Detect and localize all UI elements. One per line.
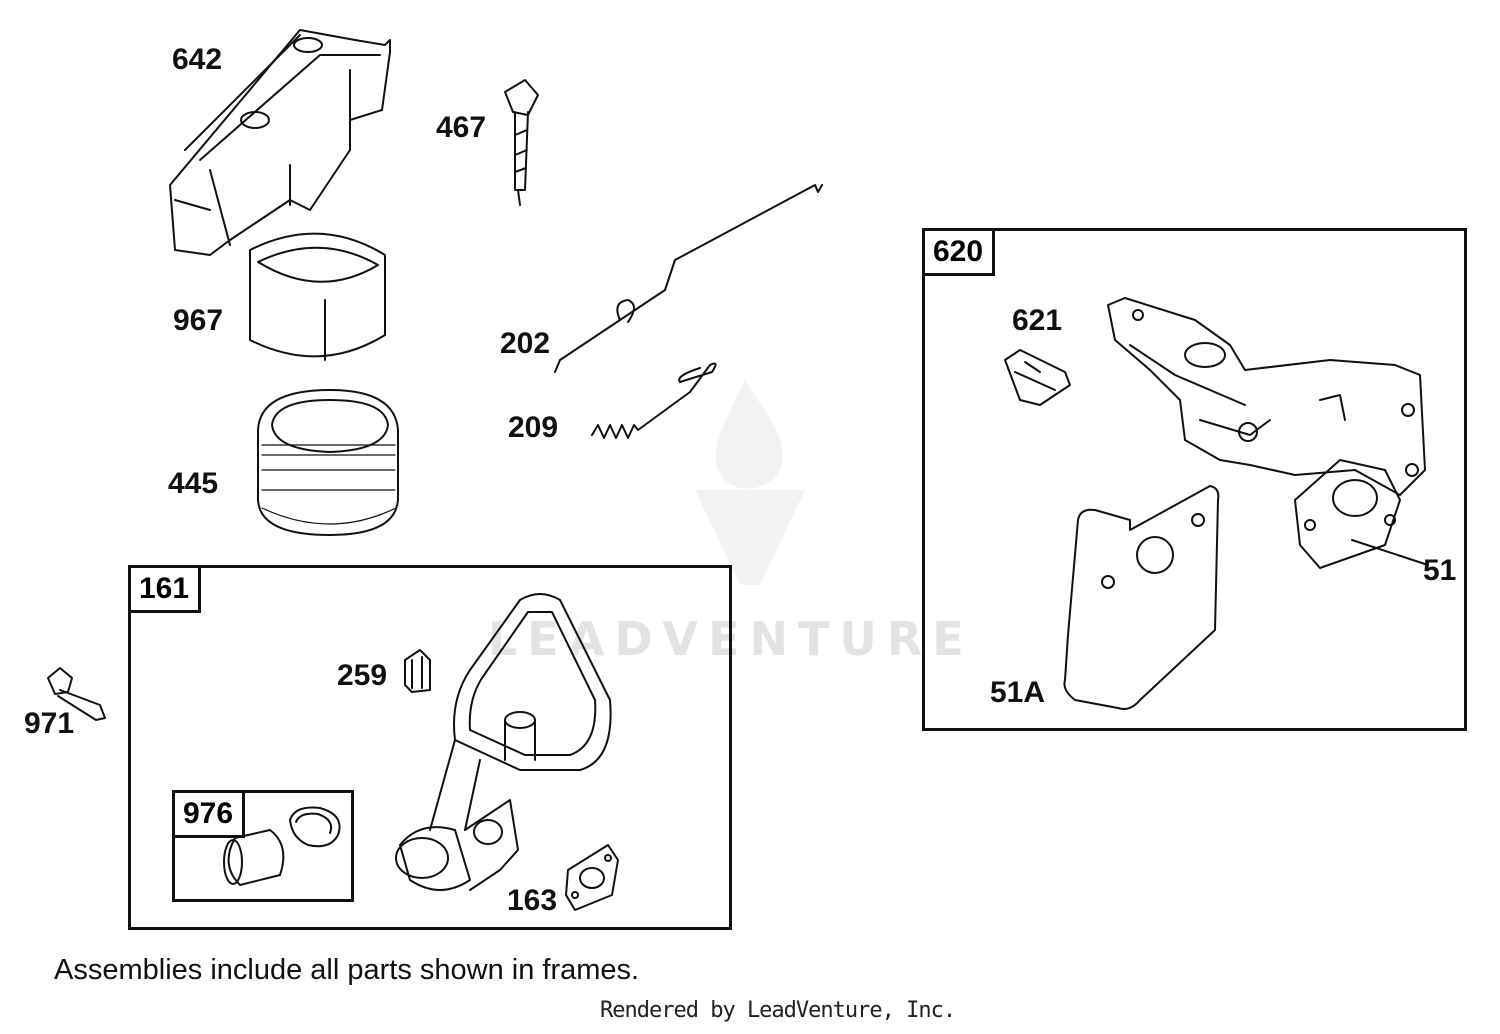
part-51a-spacer[interactable] <box>1063 485 1220 710</box>
part-259-clip[interactable] <box>404 649 431 693</box>
frame-161: 161 <box>128 565 732 930</box>
frame-976: 976 <box>172 790 354 902</box>
callout-202[interactable]: 202 <box>500 327 551 360</box>
callout-967[interactable]: 967 <box>173 304 224 337</box>
callout-51a[interactable]: 51A <box>990 676 1046 709</box>
frame-161-label: 161 <box>131 568 202 613</box>
frame-620-label: 620 <box>925 231 996 276</box>
part-620-control-bracket[interactable] <box>1107 297 1426 496</box>
watermark-text: LEADVENTURE <box>488 612 974 666</box>
part-467-dipstick[interactable] <box>504 79 539 206</box>
callout-51[interactable]: 51 <box>1423 554 1457 587</box>
render-credit: Rendered by LeadVenture, Inc. <box>600 998 956 1023</box>
callout-445[interactable]: 445 <box>168 467 219 500</box>
assemblies-note: Assemblies include all parts shown in fr… <box>54 954 640 986</box>
part-976-cap-and-clamp[interactable] <box>223 806 341 886</box>
part-163-gasket[interactable] <box>565 844 619 911</box>
part-621-clip[interactable] <box>1004 349 1071 406</box>
callout-209[interactable]: 209 <box>508 411 559 444</box>
callout-467[interactable]: 467 <box>436 111 487 144</box>
frame-620: 620 <box>922 228 1467 731</box>
part-971-bolt[interactable] <box>47 667 106 721</box>
part-161-intake-elbow[interactable] <box>395 593 612 891</box>
frame-976-label: 976 <box>175 793 246 838</box>
callout-971[interactable]: 971 <box>24 707 75 740</box>
part-51-gasket[interactable] <box>1294 459 1429 569</box>
part-202-link[interactable] <box>554 184 823 373</box>
part-209-spring[interactable] <box>591 362 717 439</box>
callout-163[interactable]: 163 <box>507 884 558 917</box>
callout-621[interactable]: 621 <box>1012 304 1063 337</box>
callout-259[interactable]: 259 <box>337 659 388 692</box>
callout-642[interactable]: 642 <box>172 43 223 76</box>
part-445-filter[interactable] <box>257 389 399 536</box>
part-642-cover[interactable] <box>169 29 391 256</box>
part-967-precleaner[interactable] <box>249 232 386 361</box>
